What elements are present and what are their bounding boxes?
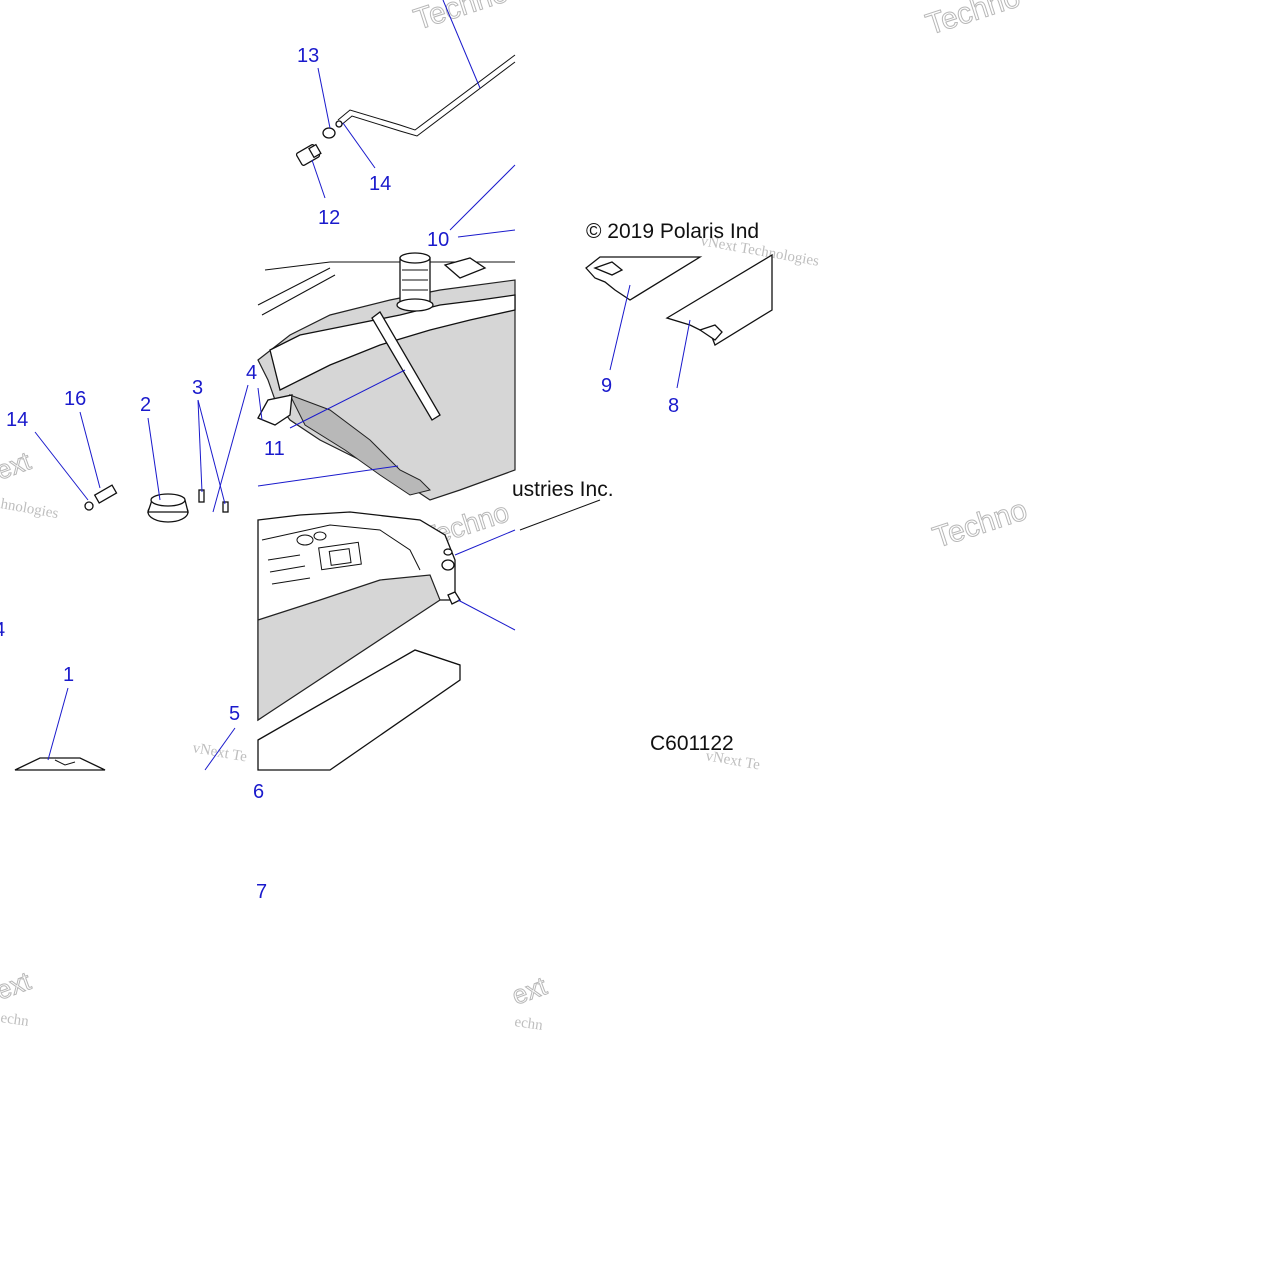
callout-10: 10: [427, 229, 449, 251]
fuel-vent-tube: [337, 0, 516, 137]
left-parts: [14, 484, 229, 771]
callout-3: 3: [192, 377, 203, 399]
callout-14-top: 14: [369, 173, 391, 195]
fuel-tank-assembly: [257, 252, 601, 771]
watermark-echn-1: echn: [0, 1010, 30, 1030]
callout-2: 2: [140, 394, 151, 416]
watermark-techno-2: Techno: [922, 0, 1024, 42]
callout-16: 16: [64, 388, 86, 410]
callout-11: 11: [264, 438, 285, 460]
callout-14-left: 14: [6, 409, 28, 431]
fitting-parts: [295, 120, 343, 166]
callout-5: 5: [229, 703, 240, 725]
watermark-techno-3: Techno: [929, 493, 1031, 554]
callout-12: 12: [318, 207, 340, 229]
copyright-text-b: ustries Inc.: [512, 478, 614, 501]
pad-parts: [585, 253, 773, 346]
figure-id: C601122: [650, 732, 734, 755]
callout-4-edge: 4: [0, 619, 5, 641]
callout-6: 6: [253, 781, 264, 803]
watermark-techno-1: Techno: [410, 0, 512, 37]
callout-1: 1: [63, 664, 74, 686]
watermark-ext-2: ext: [0, 965, 35, 1005]
callout-13: 13: [297, 45, 319, 67]
callout-4: 4: [246, 362, 257, 384]
callout-9: 9: [601, 375, 612, 397]
copyright-text-a: © 2019 Polaris Ind: [586, 220, 759, 243]
watermark-ext-3: ext: [508, 970, 552, 1010]
watermark-technologies-1: hnologies: [0, 496, 60, 522]
watermark-ext-1: ext: [0, 445, 35, 485]
leader-lines: [34, 0, 691, 771]
watermark-echn-2: echn: [513, 1014, 544, 1034]
callout-labels: 13 14 12 10 9 8 11 14 16 2 3 4 4 1 5 6 7: [0, 45, 679, 903]
callout-8: 8: [668, 395, 679, 417]
watermark-vnext-3: vNext Te: [191, 740, 248, 765]
captions: © 2019 Polaris Ind ustries Inc. C601122: [512, 220, 759, 755]
callout-7: 7: [256, 881, 267, 903]
